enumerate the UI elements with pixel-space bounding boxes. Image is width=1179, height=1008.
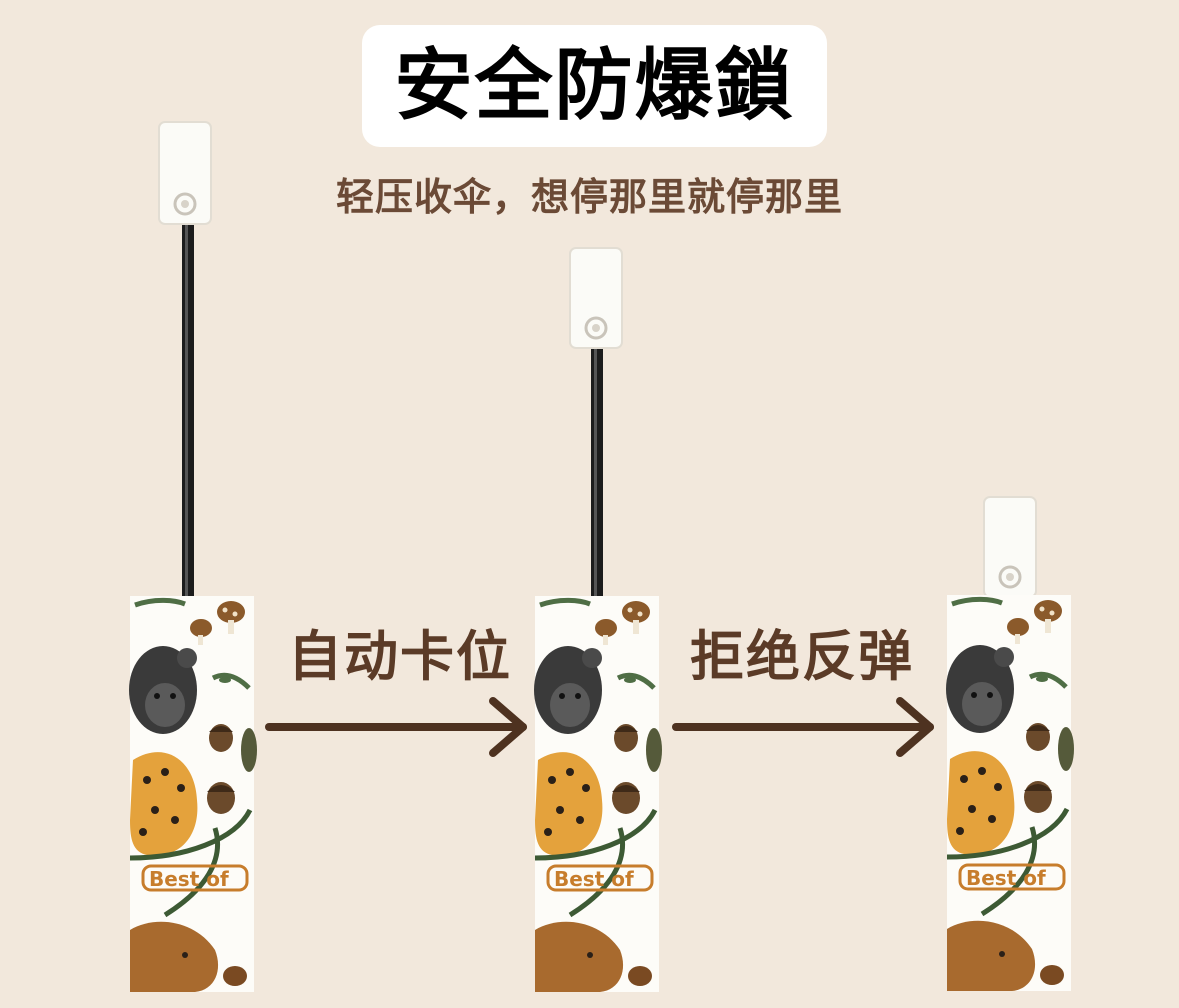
page-title: 安全防爆鎖 <box>394 41 795 131</box>
title-box: 安全防爆鎖 <box>362 25 827 147</box>
umbrella-collapsed: Best of <box>946 496 1074 991</box>
umbrella-print-text: Best of <box>554 867 634 891</box>
umbrella-locked: Best of <box>534 247 662 992</box>
step-label-auto-lock: 自动卡位 <box>288 625 512 688</box>
right-arrow-icon <box>265 697 527 757</box>
umbrella-print-text: Best of <box>149 867 229 891</box>
step-label-no-rebound: 拒绝反弹 <box>690 625 914 688</box>
right-arrow-icon <box>672 697 934 757</box>
subtitle: 轻压收伞，想停那里就停那里 <box>335 175 843 219</box>
umbrella-extended: Best of <box>129 121 257 992</box>
umbrella-print-text: Best of <box>966 866 1046 890</box>
